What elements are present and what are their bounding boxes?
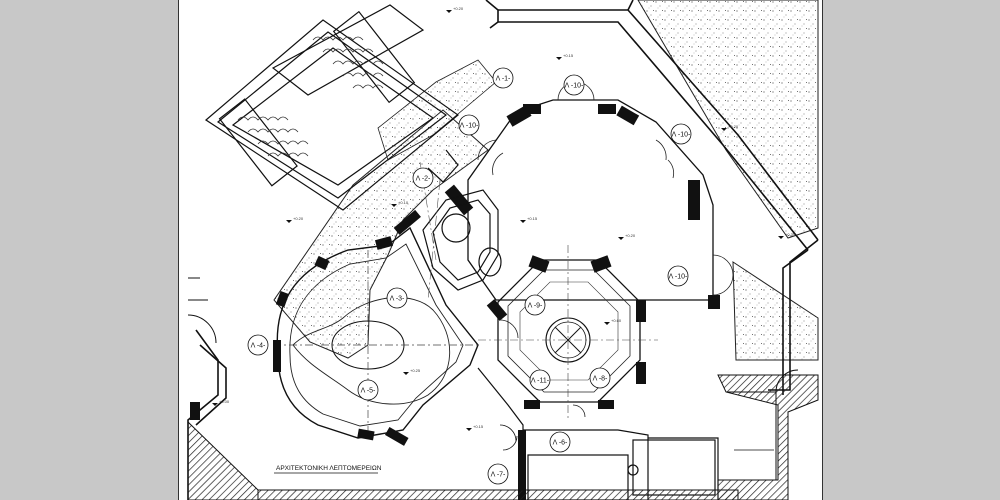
drawing-title: ΑΡΧΙΤΕΚΤΟΝΙΚΗ ΛΕΠΤΟΜΕΡΕΙΩΝ <box>274 465 382 474</box>
svg-text:Λ -4-: Λ -4- <box>251 343 266 350</box>
grid-lines <box>419 161 441 301</box>
stipple-planter <box>273 109 489 359</box>
room-tag-7: Λ -7- <box>487 463 509 485</box>
svg-text:Λ -9-: Λ -9- <box>528 303 543 310</box>
room-tag-10c: Λ -10- <box>670 123 692 145</box>
level-mark: +0.60 <box>604 318 622 325</box>
room-tag-3: Λ -3- <box>386 287 408 309</box>
level-mark: +0.20 <box>286 216 304 223</box>
level-mark: +0.10 <box>391 200 409 207</box>
right-lower-room <box>726 369 799 481</box>
upper-hall-wall-blocks <box>444 104 720 309</box>
svg-text:Λ -10-: Λ -10- <box>672 132 691 139</box>
svg-text:Λ -8-: Λ -8- <box>593 376 608 383</box>
level-mark: +0.15 <box>520 216 538 223</box>
svg-text:+0.20: +0.20 <box>453 6 464 11</box>
svg-text:Λ -2-: Λ -2- <box>416 176 431 183</box>
svg-text:+0.20: +0.20 <box>728 124 739 129</box>
svg-text:+0.10: +0.10 <box>398 200 409 205</box>
level-mark: +0.00 <box>212 399 230 406</box>
room-tag-11: Λ -11- <box>529 369 551 391</box>
room-tag-10b: Λ -10- <box>458 114 480 136</box>
svg-text:Λ -10-: Λ -10- <box>669 274 688 281</box>
room-tag-8: Λ -8- <box>589 367 611 389</box>
svg-text:Λ -5-: Λ -5- <box>361 388 376 395</box>
level-mark: +0.15 <box>466 424 484 431</box>
pool-waves <box>237 36 384 157</box>
floor-plan: Λ -1- Λ -2- Λ -3- Λ -4- Λ -5- Λ -6- Λ -7… <box>178 0 823 500</box>
svg-text:Λ -10-: Λ -10- <box>565 83 584 90</box>
left-edge-walls <box>187 277 217 344</box>
svg-text:+0.20: +0.20 <box>293 216 304 221</box>
svg-text:Λ -10-: Λ -10- <box>460 123 479 130</box>
pool-structure <box>205 4 459 211</box>
upper-hall-outline <box>467 99 714 301</box>
hatched-boundary <box>187 374 819 500</box>
lower-wall-block <box>518 430 526 500</box>
room-tag-6: Λ -6- <box>549 431 571 453</box>
svg-text:Λ -1-: Λ -1- <box>496 76 511 83</box>
room-tag-2: Λ -2- <box>412 167 434 189</box>
left-wall-block <box>190 402 200 420</box>
drawing-sheet: Λ -1- Λ -2- Λ -3- Λ -4- Λ -5- Λ -6- Λ -7… <box>178 0 823 500</box>
svg-text:Λ -11-: Λ -11- <box>531 378 550 385</box>
svg-text:Λ -3-: Λ -3- <box>390 296 405 303</box>
room-tag-4: Λ -4- <box>247 334 269 356</box>
svg-text:+0.15: +0.15 <box>473 424 484 429</box>
level-mark: +0.20 <box>446 6 464 13</box>
level-mark: +0.20 <box>618 233 636 240</box>
room-tag-9: Λ -9- <box>524 294 546 316</box>
level-marks: +0.20 +0.15 +0.20 +0.10 +0.15 +0.20 +0.2… <box>212 6 796 431</box>
level-mark: +0.20 <box>721 124 739 131</box>
octagon-room <box>478 245 658 420</box>
stipple-area-right <box>732 261 819 361</box>
level-mark: +0.25 <box>403 368 421 375</box>
bath-hall <box>273 209 479 446</box>
outer-walls <box>187 0 819 500</box>
room-tag-10a: Λ -10- <box>563 74 585 96</box>
room-tag-1: Λ -1- <box>492 67 514 89</box>
stipple-area-top-right <box>637 0 819 239</box>
svg-text:+0.15: +0.15 <box>563 53 574 58</box>
svg-text:Λ -6-: Λ -6- <box>553 440 568 447</box>
svg-text:+0.25: +0.25 <box>410 368 421 373</box>
svg-text:Λ -7-: Λ -7- <box>491 472 506 479</box>
room-tag-10d: Λ -10- <box>667 265 689 287</box>
room-tag-5: Λ -5- <box>357 379 379 401</box>
vestibule <box>422 149 502 291</box>
room-tags: Λ -1- Λ -2- Λ -3- Λ -4- Λ -5- Λ -6- Λ -7… <box>247 67 692 485</box>
svg-text:+0.35: +0.35 <box>785 232 796 237</box>
level-mark: +0.15 <box>556 53 574 60</box>
svg-text:+0.60: +0.60 <box>611 318 622 323</box>
svg-text:+0.20: +0.20 <box>625 233 636 238</box>
svg-text:ΑΡΧΙΤΕΚΤΟΝΙΚΗ ΛΕΠΤΟΜΕΡΕΙΩΝ: ΑΡΧΙΤΕΚΤΟΝΙΚΗ ΛΕΠΤΟΜΕΡΕΙΩΝ <box>276 465 382 472</box>
svg-text:+0.15: +0.15 <box>527 216 538 221</box>
level-mark: +0.35 <box>778 232 796 239</box>
svg-text:+0.00: +0.00 <box>219 399 230 404</box>
